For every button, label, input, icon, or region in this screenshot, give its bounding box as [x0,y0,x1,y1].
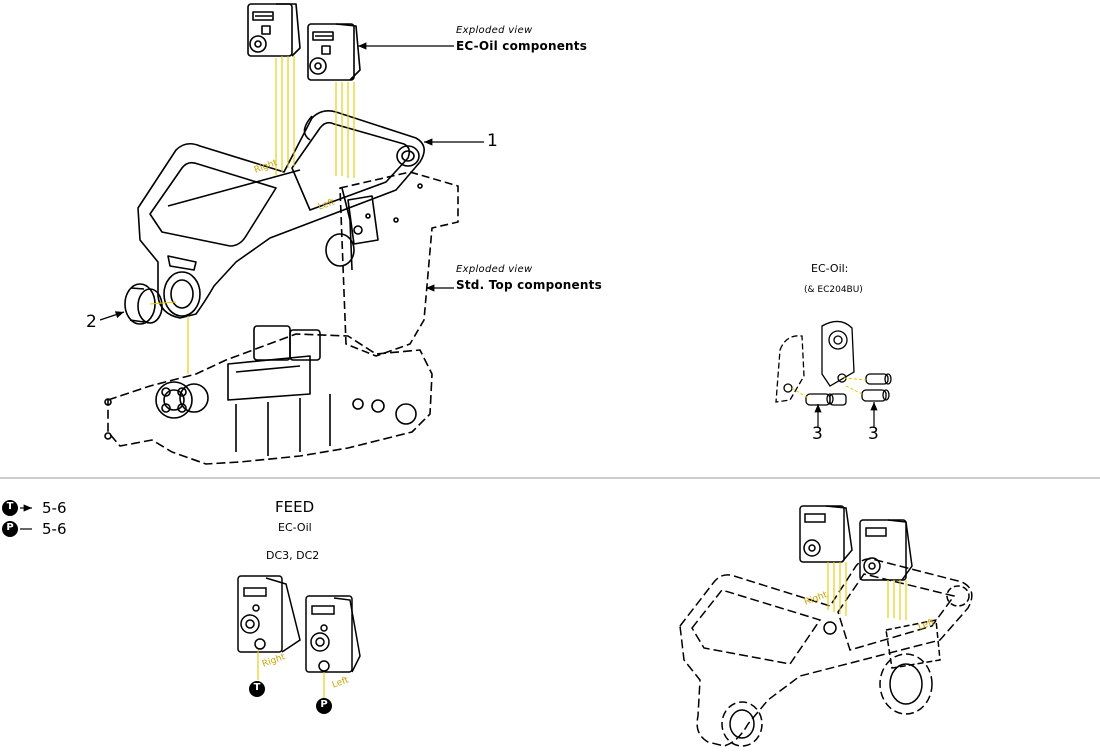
feed-valves [237,575,361,673]
item-number-2: 2 [86,312,97,332]
p-port-marker-legend [2,521,18,537]
feed-circuits: DC3, DC2 [266,549,320,562]
port-markers [2,500,332,714]
ec-oil-valve-left [307,23,361,81]
feed-valve-right [237,575,301,653]
ec-oil-subtitle: (& EC204BU) [804,285,863,295]
feed-leader-lines [257,650,325,700]
t-port-legend-symbol: T [6,501,14,512]
yoke-assembly-overview [679,505,973,747]
leader-lines-main [149,56,355,374]
bolt-1 [865,373,892,385]
std-exploded-title: Exploded view [456,264,533,275]
feed-title: FEED [275,498,315,516]
p-port-value: 5-6 [42,520,67,538]
p-port-legend-symbol: P [6,522,14,533]
ec-oil-valve-right [247,3,301,57]
feed-subtitle: EC-Oil [278,521,312,534]
t-port-value: 5-6 [42,499,67,517]
item-number-3b: 3 [868,424,879,444]
ecoil-components-caption: EC-Oil components [456,39,588,53]
overview-leader-lines [827,562,907,620]
callout-arrows [20,42,878,530]
t-port-symbol: T [253,682,261,693]
feed-valve-left [305,595,361,673]
yoke-frame [137,110,425,319]
ec-oil-title: EC-Oil: [811,262,849,275]
item-number-3a: 3 [812,424,823,444]
std-top-housing [325,171,459,357]
ecoil-exploded-title: Exploded view [456,25,533,36]
leader-lines-detail [791,377,867,399]
bolt-2 [805,393,847,406]
item-number-1: 1 [487,131,498,151]
t-port-marker-main [249,681,265,697]
t-port-marker-legend [2,500,18,516]
main-assembly [104,3,459,465]
ec-oil-detail [775,320,892,406]
p-port-marker-main [316,698,332,714]
bolt-3 [861,389,890,402]
lower-rotator-body [104,325,433,465]
p-port-symbol: P [320,699,328,710]
std-components-caption: Std. Top components [456,278,602,292]
